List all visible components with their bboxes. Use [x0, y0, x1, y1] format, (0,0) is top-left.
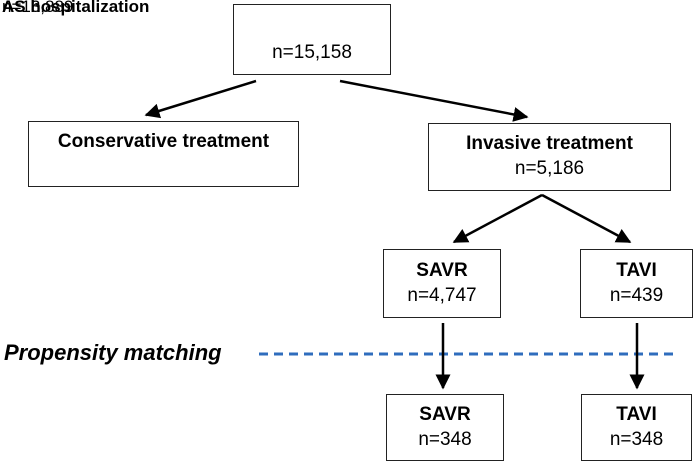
- root-count: n=15,158: [272, 42, 352, 64]
- invasive-treatment-count: n=5,186: [514, 158, 585, 179]
- conservative-treatment-title: Conservative treatment: [57, 131, 270, 152]
- tavi-matched-box: TAVI n=348: [581, 394, 692, 461]
- savr-box: SAVR n=4,747: [383, 249, 501, 318]
- savr-matched-count: n=348: [418, 428, 472, 450]
- tavi-count: n=439: [609, 284, 664, 306]
- invasive-treatment-title: Invasive treatment: [466, 133, 633, 155]
- arrow-invasive-to-tavi: [541, 193, 632, 244]
- diagram-title: AS hospitalization: [2, 0, 150, 16]
- tavi-title: TAVI: [616, 259, 657, 281]
- tavi-matched-title: TAVI: [616, 403, 657, 425]
- conservative-treatment-box: Conservative treatment: [28, 121, 299, 187]
- tavi-matched-count: n=348: [609, 428, 664, 450]
- tavi-box: TAVI n=439: [580, 249, 693, 318]
- header-overlapping-text: n=13,889 AS hospitalization: [2, 0, 149, 17]
- savr-matched-box: SAVR n=348: [386, 394, 504, 461]
- arrow-invasive-to-savr: [452, 193, 543, 244]
- arrow-root-to-invasive: [339, 79, 529, 122]
- root-box: n=15,158: [233, 4, 391, 75]
- propensity-matching-label: Propensity matching: [4, 340, 222, 365]
- invasive-treatment-box: Invasive treatment n=5,186: [428, 123, 671, 191]
- arrow-root-to-conservative: [144, 79, 257, 119]
- savr-matched-title: SAVR: [419, 403, 471, 425]
- overlapping-count-text: n=13,889: [2, 0, 74, 16]
- savr-title: SAVR: [416, 259, 468, 281]
- savr-count: n=4,747: [407, 284, 477, 306]
